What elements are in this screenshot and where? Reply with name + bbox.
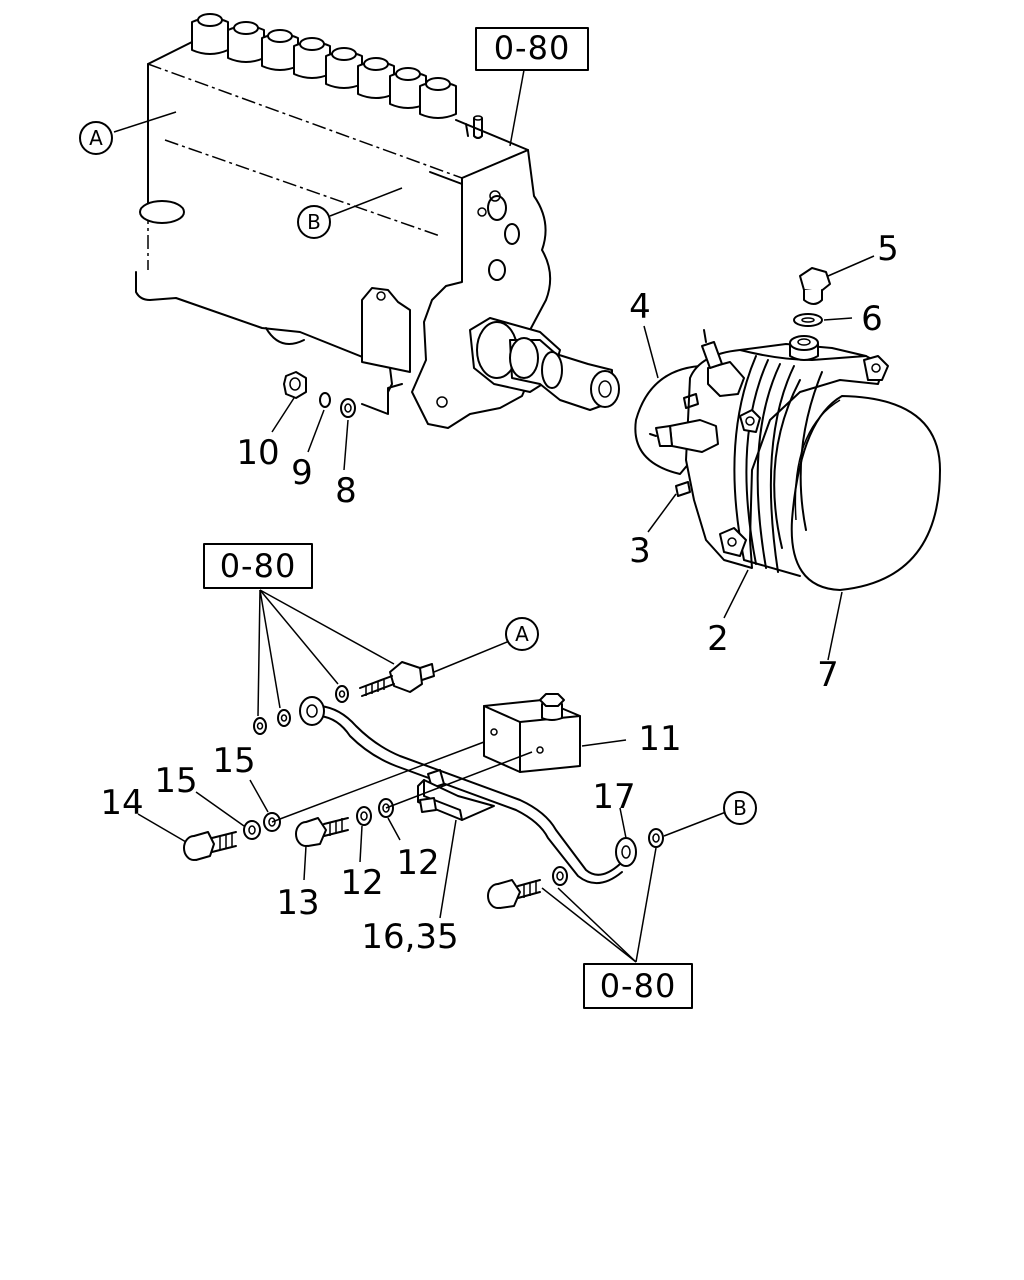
part-label-13: 13	[276, 883, 319, 923]
fuel-line-assembly	[299, 693, 637, 884]
part-label-12-right: 12	[396, 843, 439, 883]
connector-bolt-b	[487, 828, 664, 909]
part-label-3: 3	[629, 531, 651, 571]
part-label-5: 5	[877, 229, 899, 269]
marker-b-top: B	[297, 205, 331, 239]
part-label-6: 6	[861, 299, 883, 339]
svg-text:B: B	[733, 796, 747, 820]
part-label-14: 14	[100, 783, 143, 823]
part-label-10: 10	[236, 433, 279, 473]
ref-box-bottom: 0-80	[583, 963, 693, 1009]
part-label-4: 4	[629, 287, 651, 327]
drive-shaft	[469, 317, 620, 411]
marker-a-top: A	[79, 121, 113, 155]
svg-text:A: A	[89, 126, 103, 150]
svg-text:B: B	[307, 210, 321, 234]
ref-box-middle-left: 0-80	[203, 543, 313, 589]
timer-assembly	[634, 329, 941, 591]
bolt-14	[183, 812, 281, 861]
marker-b-lower: B	[723, 791, 757, 825]
ref-box-top: 0-80	[475, 27, 589, 71]
delivery-valve-holders	[191, 13, 457, 119]
part-label-7: 7	[817, 655, 839, 695]
part-label-2: 2	[707, 619, 729, 659]
part-label-17: 17	[592, 777, 635, 817]
connector-bolt-a	[253, 661, 435, 735]
part-label-15-left: 15	[154, 761, 197, 801]
ref-label-bottom: 0-80	[600, 967, 677, 1005]
part-label-11: 11	[638, 719, 681, 759]
bolt-13	[295, 798, 394, 847]
part-label-8: 8	[335, 471, 357, 511]
marker-a-lower: A	[505, 617, 539, 651]
part-label-16-35: 16,35	[361, 917, 458, 957]
part-label-15-right: 15	[212, 741, 255, 781]
bolt-and-washer	[793, 267, 831, 327]
small-fasteners	[271, 371, 356, 471]
svg-text:A: A	[515, 622, 529, 646]
injection-pump	[135, 13, 620, 429]
part-label-9: 9	[291, 453, 313, 493]
part-label-12-left: 12	[340, 863, 383, 903]
ref-label-middle-left: 0-80	[220, 547, 297, 585]
ref-label-top: 0-80	[494, 29, 571, 67]
